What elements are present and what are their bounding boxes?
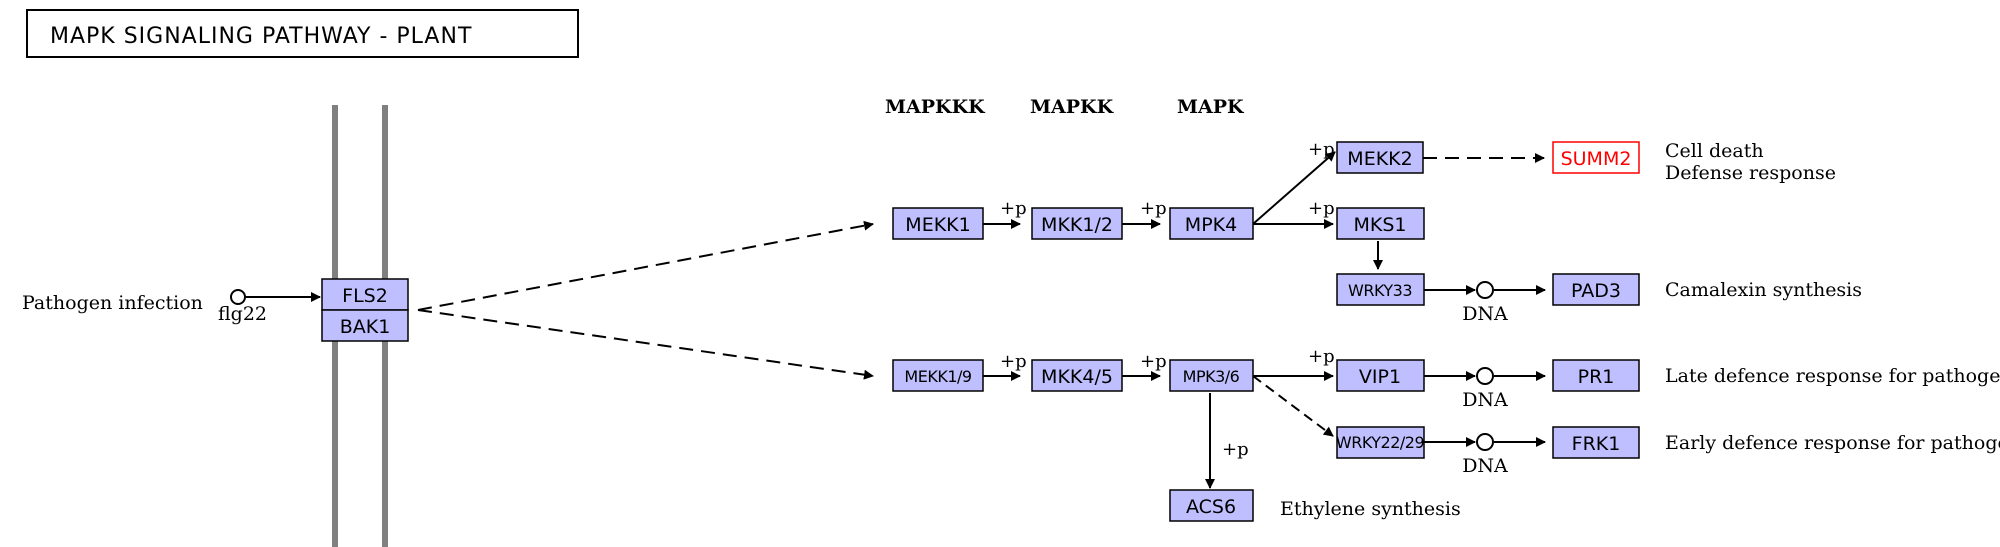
tier-label-mapkk: MAPKK xyxy=(1030,96,1115,118)
edge-receptor-mekk1 xyxy=(417,220,874,311)
gene-label-summ2: SUMM2 xyxy=(1561,148,1632,170)
gene-node-mekk1-9[interactable]: MEKK1/9 xyxy=(892,359,984,392)
outcome-late-defence: Late defence response for pathogen xyxy=(1665,365,2000,387)
gene-label-mpk3-6: MPK3/6 xyxy=(1183,367,1240,386)
gene-node-pr1[interactable]: PR1 xyxy=(1552,359,1640,392)
edge-receptor-mekk1-9 xyxy=(417,309,874,380)
title-box: MAPK SIGNALING PATHWAY - PLANT xyxy=(26,9,579,58)
phospho-label-mpk3-6: +p xyxy=(1140,351,1167,372)
gene-node-mkk1-2[interactable]: MKK1/2 xyxy=(1031,207,1123,240)
gene-label-mekk2: MEKK2 xyxy=(1347,148,1412,170)
dna-node-2[interactable] xyxy=(1476,367,1494,385)
gene-label-pad3: PAD3 xyxy=(1571,280,1621,302)
gene-node-acs6[interactable]: ACS6 xyxy=(1169,489,1254,522)
flg22-compound[interactable] xyxy=(230,289,246,305)
outcome-early-defence: Early defence response for pathogen xyxy=(1665,432,2000,454)
phospho-label-mkk1-2: +p xyxy=(1000,198,1027,219)
gene-node-summ2[interactable]: SUMM2 xyxy=(1552,141,1640,174)
gene-node-mekk2[interactable]: MEKK2 xyxy=(1336,141,1424,174)
phospho-label-mpk4: +p xyxy=(1140,198,1167,219)
edge-mpk4-mekk2 xyxy=(1252,151,1336,225)
flg22-label: flg22 xyxy=(218,303,267,325)
tier-label-mapkkk: MAPKKK xyxy=(885,96,986,118)
tier-label-mapk: MAPK xyxy=(1177,96,1245,118)
gene-node-wrky22-29[interactable]: WRKY22/29 xyxy=(1336,426,1425,459)
phospho-label-mekk2: +p xyxy=(1308,139,1335,160)
gene-label-mkk4-5: MKK4/5 xyxy=(1041,366,1113,388)
gene-node-mks1[interactable]: MKS1 xyxy=(1336,207,1425,240)
phospho-label-acs6: +p xyxy=(1222,439,1249,460)
gene-node-mpk4[interactable]: MPK4 xyxy=(1169,207,1254,240)
edges xyxy=(246,151,1546,489)
gene-node-mekk1[interactable]: MEKK1 xyxy=(892,207,984,240)
pathway-title: MAPK SIGNALING PATHWAY - PLANT xyxy=(50,24,472,49)
gene-label-vip1: VIP1 xyxy=(1359,366,1401,388)
gene-node-pad3[interactable]: PAD3 xyxy=(1552,273,1640,306)
gene-node-fls2[interactable]: FLS2 xyxy=(321,278,409,311)
dna-label-1: DNA xyxy=(1462,303,1508,325)
gene-label-wrky22-29: WRKY22/29 xyxy=(1336,433,1425,452)
dna-node-1[interactable] xyxy=(1476,281,1494,299)
phospho-label-mks1: +p xyxy=(1308,198,1335,219)
dna-node-3[interactable] xyxy=(1476,433,1494,451)
gene-label-pr1: PR1 xyxy=(1578,366,1615,388)
gene-node-bak1[interactable]: BAK1 xyxy=(321,309,409,342)
outcome-defense-response: Defense response xyxy=(1665,162,1836,184)
gene-label-fls2: FLS2 xyxy=(342,285,388,307)
phospho-label-vip1: +p xyxy=(1308,346,1335,367)
gene-label-mkk1-2: MKK1/2 xyxy=(1041,214,1113,236)
gene-label-mekk1: MEKK1 xyxy=(905,214,970,236)
phospho-label-mkk4-5: +p xyxy=(1000,351,1027,372)
gene-label-mekk1-9: MEKK1/9 xyxy=(904,367,971,386)
gene-node-frk1[interactable]: FRK1 xyxy=(1552,426,1640,459)
pathogen-infection-label: Pathogen infection xyxy=(22,292,203,314)
gene-label-wrky33: WRKY33 xyxy=(1348,281,1412,300)
gene-label-mpk4: MPK4 xyxy=(1185,214,1237,236)
gene-label-frk1: FRK1 xyxy=(1572,433,1621,455)
gene-node-wrky33[interactable]: WRKY33 xyxy=(1336,273,1425,306)
gene-node-vip1[interactable]: VIP1 xyxy=(1336,359,1425,392)
edge-mpk3-6-wrky22-29 xyxy=(1252,375,1334,437)
outcome-cell-death: Cell death xyxy=(1665,140,1764,162)
outcome-camalexin-synthesis: Camalexin synthesis xyxy=(1665,279,1862,301)
outcome-ethylene-synthesis: Ethylene synthesis xyxy=(1280,498,1461,520)
gene-label-acs6: ACS6 xyxy=(1186,496,1236,518)
gene-node-mkk4-5[interactable]: MKK4/5 xyxy=(1031,359,1123,392)
dna-label-2: DNA xyxy=(1462,389,1508,411)
gene-node-mpk3-6[interactable]: MPK3/6 xyxy=(1169,359,1254,392)
gene-label-bak1: BAK1 xyxy=(340,316,391,338)
dna-label-3: DNA xyxy=(1462,455,1508,477)
gene-label-mks1: MKS1 xyxy=(1353,214,1406,236)
